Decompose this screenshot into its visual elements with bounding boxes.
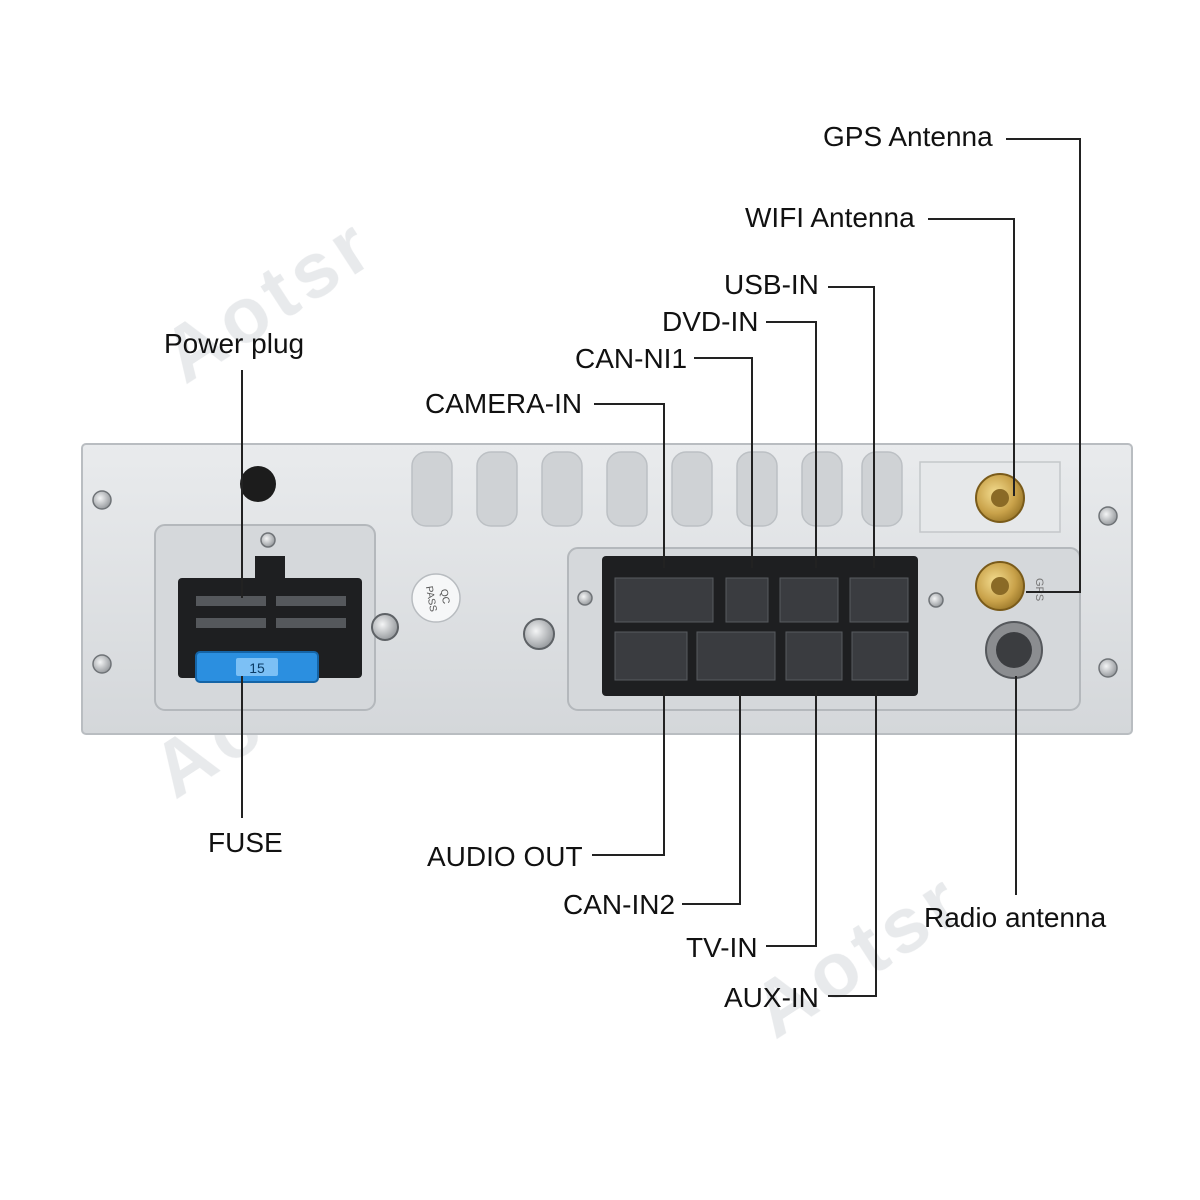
screws (92, 490, 1118, 678)
wifi-antenna-connector (975, 473, 1025, 523)
label-fuse: FUSE (208, 827, 283, 858)
leader-can-in2 (682, 690, 741, 905)
label-power-plug: Power plug (164, 328, 305, 359)
qc-stamp-line2: PASS (423, 585, 438, 613)
label-tv-in: TV-IN (686, 932, 758, 963)
label-usb-in: USB-IN (724, 269, 819, 300)
fuse-body: 15 (195, 651, 319, 683)
leader-dvd (766, 321, 817, 568)
leader-tv (766, 690, 817, 947)
leader-can-ni1 (694, 357, 753, 568)
label-wifi-antenna: WIFI Antenna (745, 202, 915, 233)
label-dvd-in: DVD-IN (662, 306, 759, 337)
qc-stamp: QC PASS (411, 573, 461, 623)
grommet-hole (240, 466, 276, 502)
leader-gps (1006, 138, 1081, 593)
leader-camera (594, 403, 665, 568)
gps-antenna-connector: GPS (975, 561, 1045, 611)
leader-usb (828, 286, 875, 568)
leader-lines (241, 138, 1081, 997)
label-camera-in: CAMERA-IN (425, 388, 583, 419)
leader-wifi (928, 218, 1015, 496)
label-can-ni1: CAN-NI1 (575, 343, 688, 374)
watermark-text: Aotsr (736, 853, 980, 1054)
fuse-rating: 15 (249, 660, 265, 676)
qc-stamp-line1: QC (438, 588, 451, 605)
watermark-text: Aotsr (146, 198, 390, 399)
leader-aux (828, 690, 877, 997)
gps-marker-text: GPS (1033, 578, 1045, 601)
leader-audio (592, 690, 665, 856)
label-aux-in: AUX-IN (724, 982, 819, 1013)
multi-connector-block (602, 556, 918, 696)
radio-antenna-socket (985, 621, 1043, 679)
cooling-fins (411, 451, 903, 527)
label-radio-antenna: Radio antenna (924, 902, 1107, 933)
label-can-in2: CAN-IN2 (563, 889, 676, 920)
label-gps-antenna: GPS Antenna (823, 121, 993, 152)
label-audio-out: AUDIO OUT (427, 841, 583, 872)
